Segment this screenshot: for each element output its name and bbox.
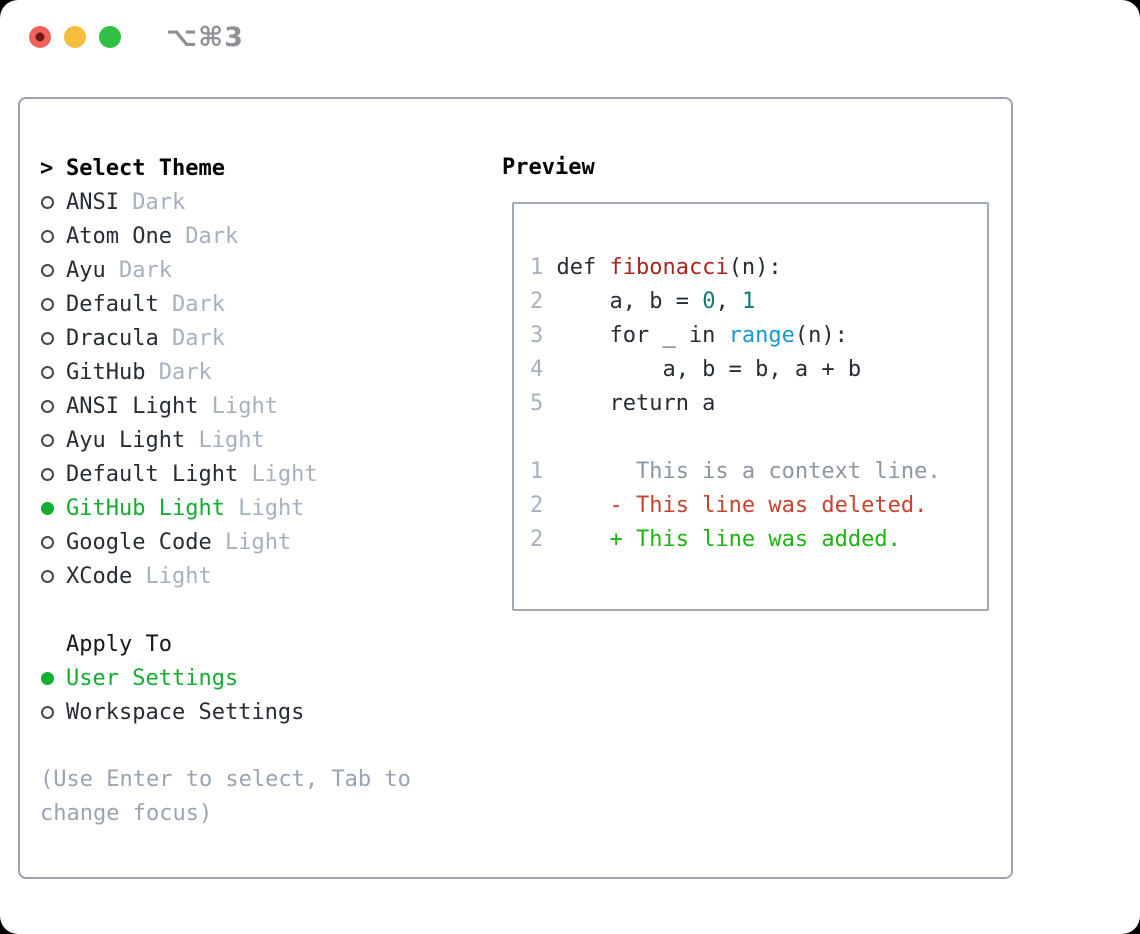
window-title: ⌥⌘3 — [166, 21, 244, 53]
theme-option[interactable]: GitHub Dark — [40, 355, 411, 389]
theme-option[interactable]: ANSI Dark — [40, 185, 411, 219]
radio-selected-icon — [41, 671, 54, 685]
variant-label: Dark — [185, 223, 239, 249]
radio-unselected-icon — [41, 535, 54, 549]
variant-label: Dark — [132, 189, 186, 215]
radio-unselected-icon — [41, 433, 54, 447]
option-label: User Settings — [66, 665, 239, 691]
radio-unselected-icon — [41, 467, 54, 481]
preview-line: 4 a, b = b, a + b — [530, 357, 862, 382]
line-number: 2 — [530, 493, 544, 518]
option-label: Workspace Settings — [66, 699, 305, 725]
preview-title: Preview — [502, 155, 595, 180]
line-number: 2 — [530, 289, 544, 314]
option-label: ANSI Dark — [66, 189, 186, 215]
radio-unselected-icon — [41, 705, 54, 719]
apply-to-option[interactable]: User Settings — [40, 661, 411, 695]
radio-unselected-icon — [41, 365, 54, 379]
theme-option[interactable]: Default Light Light — [40, 457, 411, 491]
preview-line: 1 This is a context line. — [530, 459, 941, 484]
theme-option[interactable]: GitHub Light Light — [40, 491, 411, 525]
line-number: 4 — [530, 357, 544, 382]
line-number: 1 — [530, 255, 544, 280]
preview-line — [530, 421, 987, 455]
line-number: 2 — [530, 527, 544, 552]
option-label: Default Light Light — [66, 461, 318, 487]
variant-label: Light — [145, 563, 212, 589]
variant-label: Light — [251, 461, 318, 487]
option-label: Google Code Light — [66, 529, 292, 555]
variant-label: Dark — [171, 291, 225, 317]
theme-option[interactable]: Google Code Light — [40, 525, 411, 559]
spacer — [40, 729, 411, 763]
variant-label: Light — [224, 529, 292, 555]
radio-unselected-icon — [41, 569, 54, 583]
variant-label: Dark — [119, 257, 172, 283]
close-dot-icon — [35, 32, 45, 42]
theme-option[interactable]: Ayu Dark — [40, 253, 411, 287]
option-label: XCode Light — [66, 563, 212, 589]
apply-to-header: Apply To — [40, 627, 411, 661]
radio-unselected-icon — [41, 263, 54, 277]
variant-label: Light — [198, 427, 265, 453]
theme-option[interactable]: Default Dark — [40, 287, 411, 321]
variant-label: Dark — [158, 359, 212, 385]
apply-to-title: Apply To — [66, 631, 172, 657]
theme-picker-header: > Select Theme — [40, 151, 411, 185]
theme-option[interactable]: ANSI Light Light — [40, 389, 411, 423]
line-number: 3 — [530, 323, 544, 348]
hint-line-2: change focus) — [40, 801, 213, 826]
radio-unselected-icon — [41, 297, 54, 311]
radio-unselected-icon — [41, 399, 54, 413]
apply-to-option[interactable]: Workspace Settings — [40, 695, 411, 729]
theme-picker-title: Select Theme — [66, 155, 225, 181]
zoom-button-icon[interactable] — [99, 26, 121, 48]
line-number: 5 — [530, 391, 544, 416]
preview-line: 2 - This line was deleted. — [530, 493, 928, 518]
radio-unselected-icon — [41, 195, 54, 209]
radio-selected-icon — [41, 501, 54, 515]
option-label: GitHub Dark — [66, 359, 212, 385]
variant-label: Dark — [171, 325, 225, 351]
theme-option[interactable]: Atom One Dark — [40, 219, 411, 253]
preview-line: 5 return a — [530, 391, 716, 416]
spacer — [40, 593, 411, 627]
variant-label: Light — [211, 393, 278, 419]
radio-unselected-icon — [41, 331, 54, 345]
variant-label: Light — [238, 495, 305, 521]
option-label: Ayu Light Light — [66, 427, 265, 453]
preview-line: 2 + This line was added. — [530, 527, 901, 552]
minimize-button-icon[interactable] — [64, 26, 86, 48]
line-number: 1 — [530, 459, 544, 484]
theme-option[interactable]: XCode Light — [40, 559, 411, 593]
option-label: Dracula Dark — [66, 325, 225, 351]
titlebar: ⌥⌘3 — [29, 22, 244, 53]
theme-option[interactable]: Ayu Light Light — [40, 423, 411, 457]
option-label: ANSI Light Light — [66, 393, 278, 419]
cursor-icon: > — [40, 155, 54, 181]
hint-line-1: (Use Enter to select, Tab to — [40, 767, 411, 792]
theme-option[interactable]: Dracula Dark — [40, 321, 411, 355]
preview-line: 3 for _ in range(n): — [530, 323, 848, 348]
radio-unselected-icon — [41, 229, 54, 243]
preview-line: 2 a, b = 0, 1 — [530, 289, 756, 314]
option-label: Ayu Dark — [66, 257, 172, 283]
close-button-icon[interactable] — [29, 26, 51, 48]
option-label: Default Dark — [66, 291, 225, 317]
option-label: GitHub Light Light — [66, 495, 305, 521]
option-label: Atom One Dark — [66, 223, 239, 249]
